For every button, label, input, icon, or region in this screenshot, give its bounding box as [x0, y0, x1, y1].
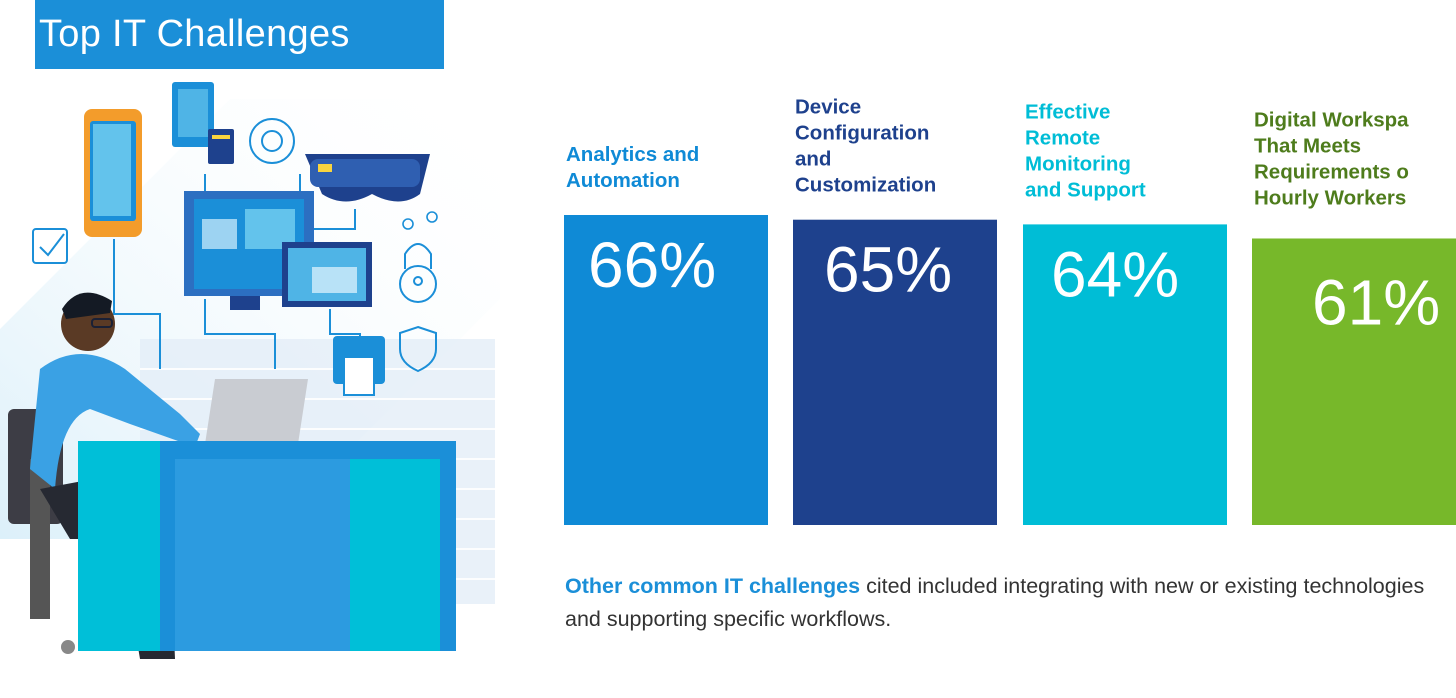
it-worker-illustration: [0, 82, 500, 659]
bar-3: [1023, 224, 1227, 526]
monitor-icon: [184, 191, 372, 310]
value-label-3: 64%: [1051, 238, 1179, 310]
value-label-1: 66%: [588, 229, 716, 301]
desk-icon: [78, 441, 456, 651]
printer-icon: [333, 336, 385, 396]
tablet-icon: [172, 82, 234, 164]
ar-headset-icon: [305, 154, 430, 202]
footnote: Other common IT challenges cited include…: [565, 570, 1456, 637]
footnote-text: cited included integrating with new or e…: [565, 573, 1425, 631]
checklist-icon: [32, 228, 68, 264]
bar-2: [793, 219, 997, 526]
shield-icon: [399, 325, 437, 373]
footnote-highlight: Other common IT challenges: [565, 573, 861, 598]
bar-4: [1252, 238, 1456, 525]
padlock-icon: [399, 243, 437, 303]
gear-icon: [249, 118, 295, 164]
page-title: Top IT Challenges: [35, 0, 444, 69]
smartphone-icon: [84, 109, 142, 237]
bar-1: [564, 215, 768, 525]
value-label-4: 61%: [1312, 266, 1440, 338]
value-label-2: 65%: [824, 234, 952, 306]
